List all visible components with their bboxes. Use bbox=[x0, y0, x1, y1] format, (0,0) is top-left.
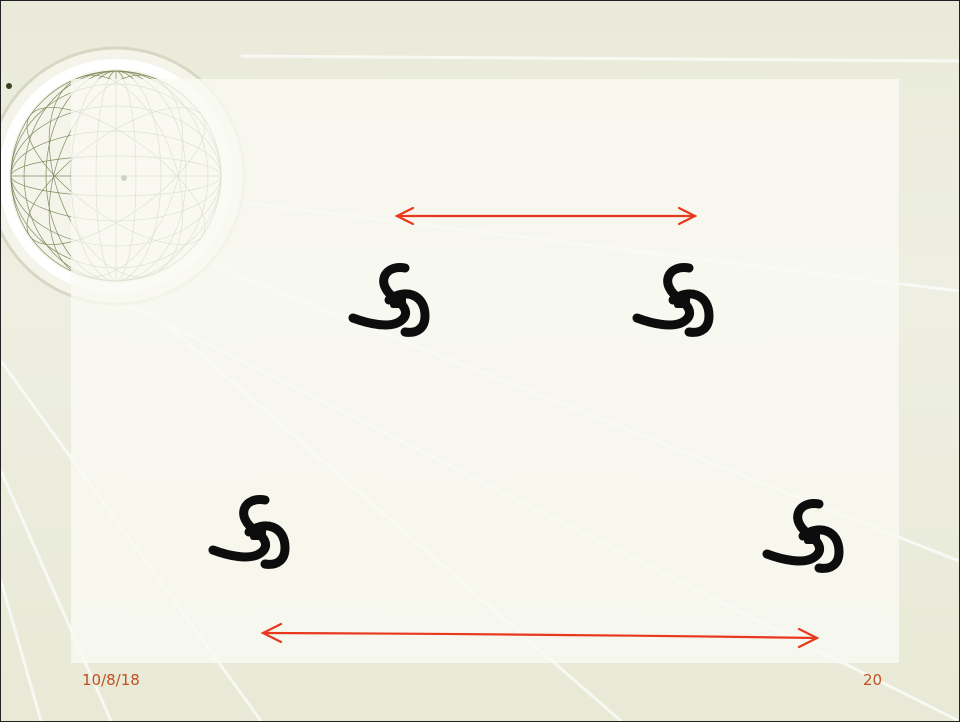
slide-date: 10/8/18 bbox=[82, 671, 140, 689]
rotating-symbol-icon bbox=[213, 499, 285, 564]
rotating-symbol-icon bbox=[637, 267, 709, 332]
rotating-symbol-icon bbox=[353, 267, 425, 332]
arrow-bottom bbox=[263, 624, 817, 647]
arrow-top bbox=[397, 208, 695, 224]
rotating-symbol-icon bbox=[767, 503, 839, 568]
slide-number: 20 bbox=[863, 671, 882, 689]
